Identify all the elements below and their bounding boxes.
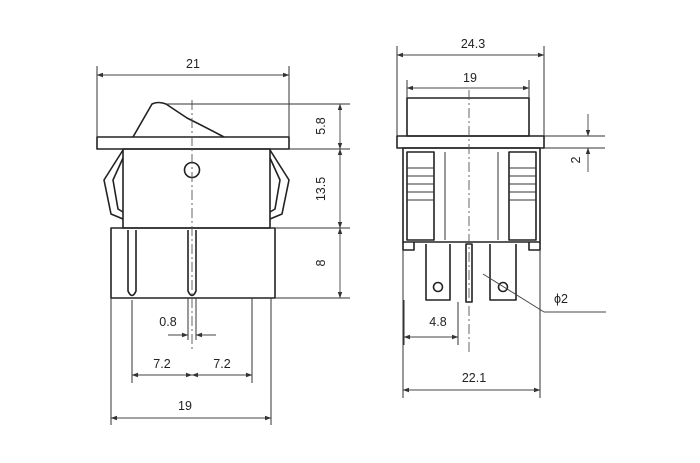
side-flange	[396, 135, 545, 149]
dim-overall-width: 21	[186, 57, 200, 71]
rocker-actuator	[132, 101, 225, 138]
side-terminal-left	[425, 244, 451, 301]
side-dimensions: 24.3 19 2 ϕ2 4.8 22.1	[396, 37, 606, 398]
side-feet	[402, 242, 541, 251]
dim-actuator-height: 5.8	[314, 117, 328, 134]
dim-pitch-right: 7.2	[213, 357, 230, 371]
dim-side-base-width: 22.1	[462, 371, 486, 385]
right-snap-clip	[269, 149, 290, 220]
dim-pitch-left: 7.2	[153, 357, 170, 371]
dim-body-height: 13.5	[314, 177, 328, 201]
side-left-clip	[406, 151, 435, 241]
front-dimensions: 21 5.8 13.5 8 0.8 7.2 7.2 19	[96, 57, 350, 425]
hole-leader	[482, 273, 545, 313]
dim-terminal-offset: 4.8	[429, 315, 446, 329]
front-flange	[96, 136, 290, 150]
dim-flange-thickness: 2	[569, 156, 583, 163]
side-housing	[402, 147, 541, 243]
left-snap-clip	[103, 149, 124, 220]
side-terminal-left-hole	[432, 281, 444, 293]
terminal-left	[127, 230, 137, 297]
dim-terminal-thickness: 0.8	[159, 315, 176, 329]
side-view	[396, 90, 545, 352]
dim-side-actuator-width: 19	[463, 71, 477, 85]
front-view	[96, 100, 290, 352]
terminal-center	[187, 230, 197, 297]
dim-terminal-height: 8	[314, 259, 328, 266]
dim-side-overall-width: 24.3	[461, 37, 485, 51]
front-housing	[122, 148, 271, 229]
dim-base-width: 19	[178, 399, 192, 413]
side-terminal-right-hole	[497, 281, 509, 293]
side-terminal-right	[489, 244, 517, 301]
side-right-clip	[508, 151, 537, 241]
side-actuator	[406, 97, 530, 137]
dim-hole-diameter: ϕ2	[554, 292, 568, 306]
